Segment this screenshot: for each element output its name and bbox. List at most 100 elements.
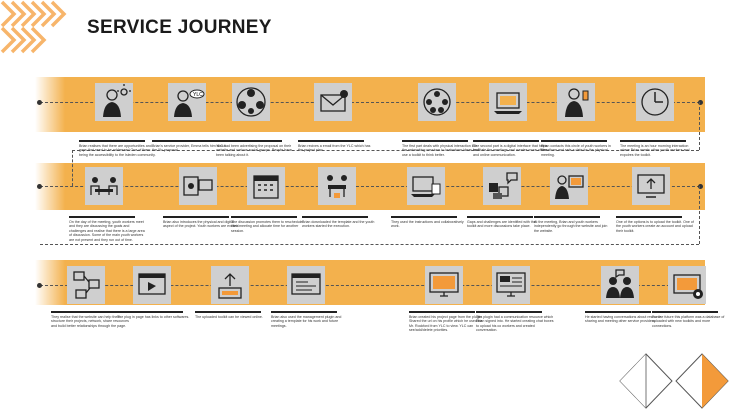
caption-rule [534, 216, 600, 218]
journey-step-caption: The discussion promotes them to reschedu… [231, 216, 309, 233]
caption-rule [69, 216, 135, 218]
journey-step-caption: For the future this platform was a datab… [652, 311, 730, 328]
page-title: SERVICE JOURNEY [87, 17, 272, 38]
journey-step-icon [232, 83, 270, 121]
caption-rule [152, 140, 218, 142]
journey-step-icon [85, 167, 123, 205]
caption-rule [620, 140, 686, 142]
caption-text: Brian downloaded the template and the yo… [302, 220, 375, 229]
database-icon [673, 274, 703, 299]
caption-rule [402, 140, 468, 142]
journey-step-icon [425, 266, 463, 304]
journey-step-caption: Brian contacts this circle of youth work… [541, 140, 619, 157]
caption-text: He started having conversations about re… [585, 315, 662, 324]
caption-rule [79, 140, 145, 142]
journey-step-icon [407, 167, 445, 205]
journey-step-icon [247, 167, 285, 205]
network-icon [73, 271, 100, 299]
journey-step-caption: YLC had been advertising the proposal on… [216, 140, 294, 157]
journey-step-icon [632, 167, 670, 205]
flow-start-dot [37, 184, 42, 189]
person-ylc-icon: YLC [174, 89, 205, 117]
meeting-icon [423, 88, 451, 116]
chevron-pattern-logo [0, 0, 67, 54]
caption-rule [298, 140, 364, 142]
caption-text: The plugin had a communication resource … [476, 315, 554, 333]
journey-step-caption: Brian downloaded the template and the yo… [302, 216, 380, 229]
devices-icon [183, 176, 213, 196]
journey-step-icon [314, 83, 352, 121]
caption-text: The uploaded toolkit can be viewed onlin… [195, 315, 263, 319]
journey-flow-line [40, 186, 700, 187]
journey-step-caption: He started having conversations about re… [585, 311, 663, 324]
caption-rule [302, 216, 368, 218]
person-idea-icon [103, 84, 131, 117]
journey-step-caption: The second part is a digital interface t… [473, 140, 551, 157]
journey-flow-line [40, 285, 700, 286]
email-icon [320, 90, 348, 112]
journey-step-icon [179, 167, 217, 205]
caption-text: Brian also introduces the physical and d… [163, 220, 240, 229]
svg-text:YLC: YLC [193, 92, 203, 98]
caption-text: They used the instructions and collabora… [391, 220, 464, 229]
journey-step-icon [67, 266, 105, 304]
journey-step-caption: One of the options is to upload the tool… [616, 216, 694, 233]
row-connector [40, 244, 699, 245]
caption-rule [541, 140, 607, 142]
journey-step-icon [636, 83, 674, 121]
journey-step-icon [483, 167, 521, 205]
journey-step-caption: They used the instructions and collabora… [391, 216, 469, 229]
person-phone-icon [565, 88, 589, 117]
journey-step-caption: The meeting is an hour morning interacti… [620, 140, 698, 157]
person-screen-icon [555, 175, 584, 199]
caption-text: Brian created his project page from the … [409, 315, 483, 333]
journey-step-icon [211, 266, 249, 304]
row-connector [699, 186, 700, 244]
caption-text: On the day of the meeting, youth workers… [69, 220, 145, 242]
caption-rule [467, 216, 533, 218]
journey-step-icon [601, 266, 639, 304]
journey-step-icon [95, 83, 133, 121]
journey-step-icon [133, 266, 171, 304]
browser-icon [138, 273, 166, 295]
journey-flow-line [40, 102, 700, 103]
webpage-icon [291, 273, 321, 295]
caption-rule [163, 216, 229, 218]
caption-rule [391, 216, 457, 218]
journey-step-caption: Brian also used the management plugin an… [271, 311, 349, 328]
journey-step-icon [557, 83, 595, 121]
caption-rule [616, 216, 682, 218]
journey-step-icon [489, 83, 527, 121]
clock-icon [641, 88, 669, 116]
caption-text: At the meeting, Brian and youth workers … [534, 220, 608, 233]
journey-step-icon [550, 167, 588, 205]
row-connector [72, 150, 699, 151]
caption-rule [585, 311, 651, 313]
caption-rule [195, 311, 261, 313]
monitor-icon [429, 272, 459, 297]
journey-step-caption: They realise that the website can help t… [51, 311, 129, 328]
calendar-icon [253, 175, 279, 199]
journey-step-icon [418, 83, 456, 121]
people-chat-icon [606, 269, 634, 298]
caption-rule [271, 311, 337, 313]
caption-text: They realise that the website can help t… [51, 315, 129, 328]
flow-start-dot [37, 283, 42, 288]
row-connector [72, 150, 73, 186]
caption-text: The discussion promotes them to reschedu… [231, 220, 303, 233]
row-connector [699, 102, 700, 150]
caption-rule [231, 216, 297, 218]
journey-step-caption: The uploaded toolkit can be viewed onlin… [195, 311, 273, 319]
laptop-print-icon [411, 176, 441, 197]
journey-step-icon [318, 167, 356, 205]
blocks-chat-icon [489, 172, 518, 199]
workshop-icon [327, 175, 347, 198]
journey-step-caption: The first part deals with physical inter… [402, 140, 480, 157]
caption-rule [51, 311, 117, 313]
flow-start-dot [37, 100, 42, 105]
caption-text: For the future this platform was a datab… [652, 315, 725, 328]
caption-text: Brian also used the management plugin an… [271, 315, 342, 328]
group-icon [236, 87, 266, 117]
journey-step-caption: The plugin had a communication resource … [476, 311, 554, 333]
journey-step-icon [668, 266, 706, 304]
